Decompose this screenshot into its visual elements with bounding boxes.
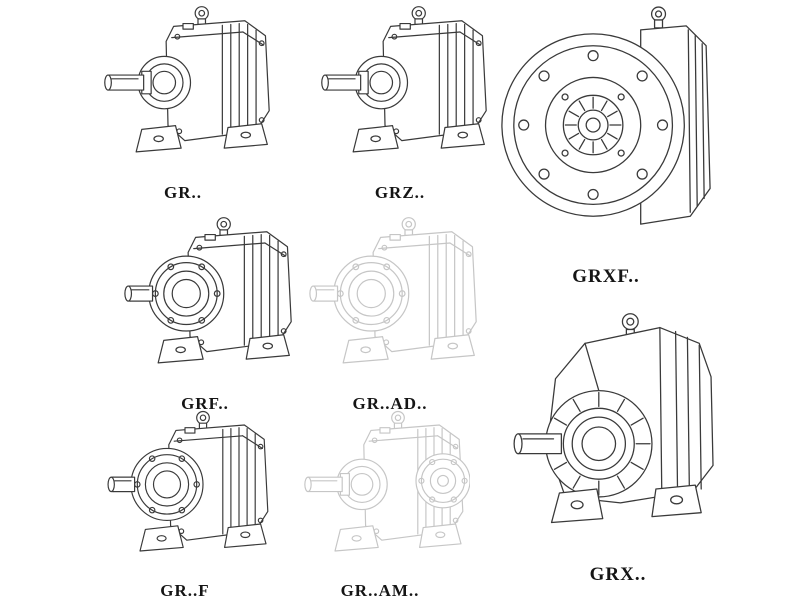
gearbox-drawing-gr (88, 2, 278, 180)
model-figure-gr-am: GR..AM.. (290, 407, 470, 600)
model-figure-gr-ad: GR..AD.. (295, 213, 485, 414)
model-label-grx: GRX.. (589, 564, 647, 585)
model-figure-gr-f: GR..F (95, 407, 275, 600)
model-label-gr: GR.. (164, 183, 202, 202)
gearbox-drawing-gr-am (290, 407, 470, 578)
model-label-gr-f: GR..F (160, 581, 210, 600)
gearbox-drawing-grxf (492, 0, 720, 258)
model-figure-grxf: GRXF.. (492, 0, 720, 288)
model-figure-grx: GRX.. (502, 300, 734, 586)
model-label-grf: GRF.. (181, 394, 229, 413)
model-label-grxf: GRXF.. (572, 266, 640, 287)
gearbox-drawing-gr-f (95, 407, 275, 578)
gearbox-drawing-grx (502, 300, 734, 556)
gearbox-drawing-grz (305, 2, 495, 180)
model-label-gr-ad: GR..AD.. (352, 394, 428, 413)
gearbox-drawing-gr-ad (295, 213, 485, 391)
model-label-gr-am: GR..AM.. (340, 581, 420, 600)
model-figure-grf: GRF.. (110, 213, 300, 414)
model-figure-gr: GR.. (88, 2, 278, 203)
model-label-grz: GRZ.. (374, 183, 426, 202)
gearbox-drawing-grf (110, 213, 300, 391)
model-figure-grz: GRZ.. (305, 2, 495, 203)
